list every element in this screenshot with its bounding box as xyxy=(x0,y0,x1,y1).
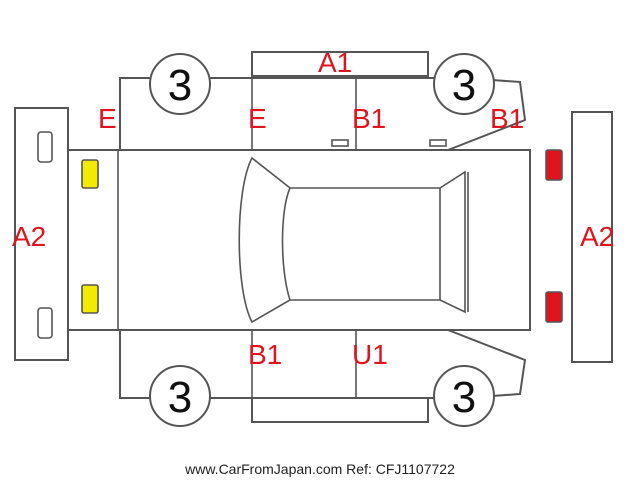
label-front-bumper: A2 xyxy=(12,221,46,252)
wheel-top-right-number: 3 xyxy=(452,61,476,110)
wheel-top-right xyxy=(433,53,495,115)
front-bumper xyxy=(14,107,69,361)
front-lamp-top xyxy=(81,159,99,189)
rear-window xyxy=(439,170,466,314)
front-lamp-bottom xyxy=(81,284,99,314)
label-bottom-rear-door: U1 xyxy=(352,339,388,370)
top-door-handle-rear xyxy=(429,139,447,147)
roof xyxy=(290,187,441,301)
label-bottom-front-door: B1 xyxy=(248,339,282,370)
label-rear-bumper: A2 xyxy=(580,221,614,252)
bottom-sill-panel xyxy=(251,397,429,423)
wheel-top-left xyxy=(149,53,211,115)
top-door-handle-front xyxy=(331,139,349,147)
label-top-rear-door: B1 xyxy=(352,103,386,134)
wheel-bottom-right-number: 3 xyxy=(452,373,476,422)
front-bumper-slot-top xyxy=(37,131,53,163)
front-bumper-slot-bottom xyxy=(37,307,53,339)
label-top-sill: A1 xyxy=(318,47,352,78)
car-body-top-view xyxy=(67,149,531,331)
rear-lamp-top xyxy=(545,149,563,181)
rear-bumper xyxy=(571,111,613,363)
windshield xyxy=(238,156,291,324)
wheel-bottom-left-number: 3 xyxy=(168,373,192,422)
rear-lamp-bottom xyxy=(545,291,563,323)
top-sill-panel xyxy=(251,51,429,77)
label-top-quarter: B1 xyxy=(490,103,524,134)
wheel-bottom-left xyxy=(149,365,211,427)
wheel-top-left-number: 3 xyxy=(168,61,192,110)
label-top-left-fender: E xyxy=(98,103,117,134)
label-top-front-door: E xyxy=(248,103,267,134)
footer-reference: www.CarFromJapan.com Ref: CFJ1107722 xyxy=(184,461,455,477)
wheel-bottom-right xyxy=(433,365,495,427)
